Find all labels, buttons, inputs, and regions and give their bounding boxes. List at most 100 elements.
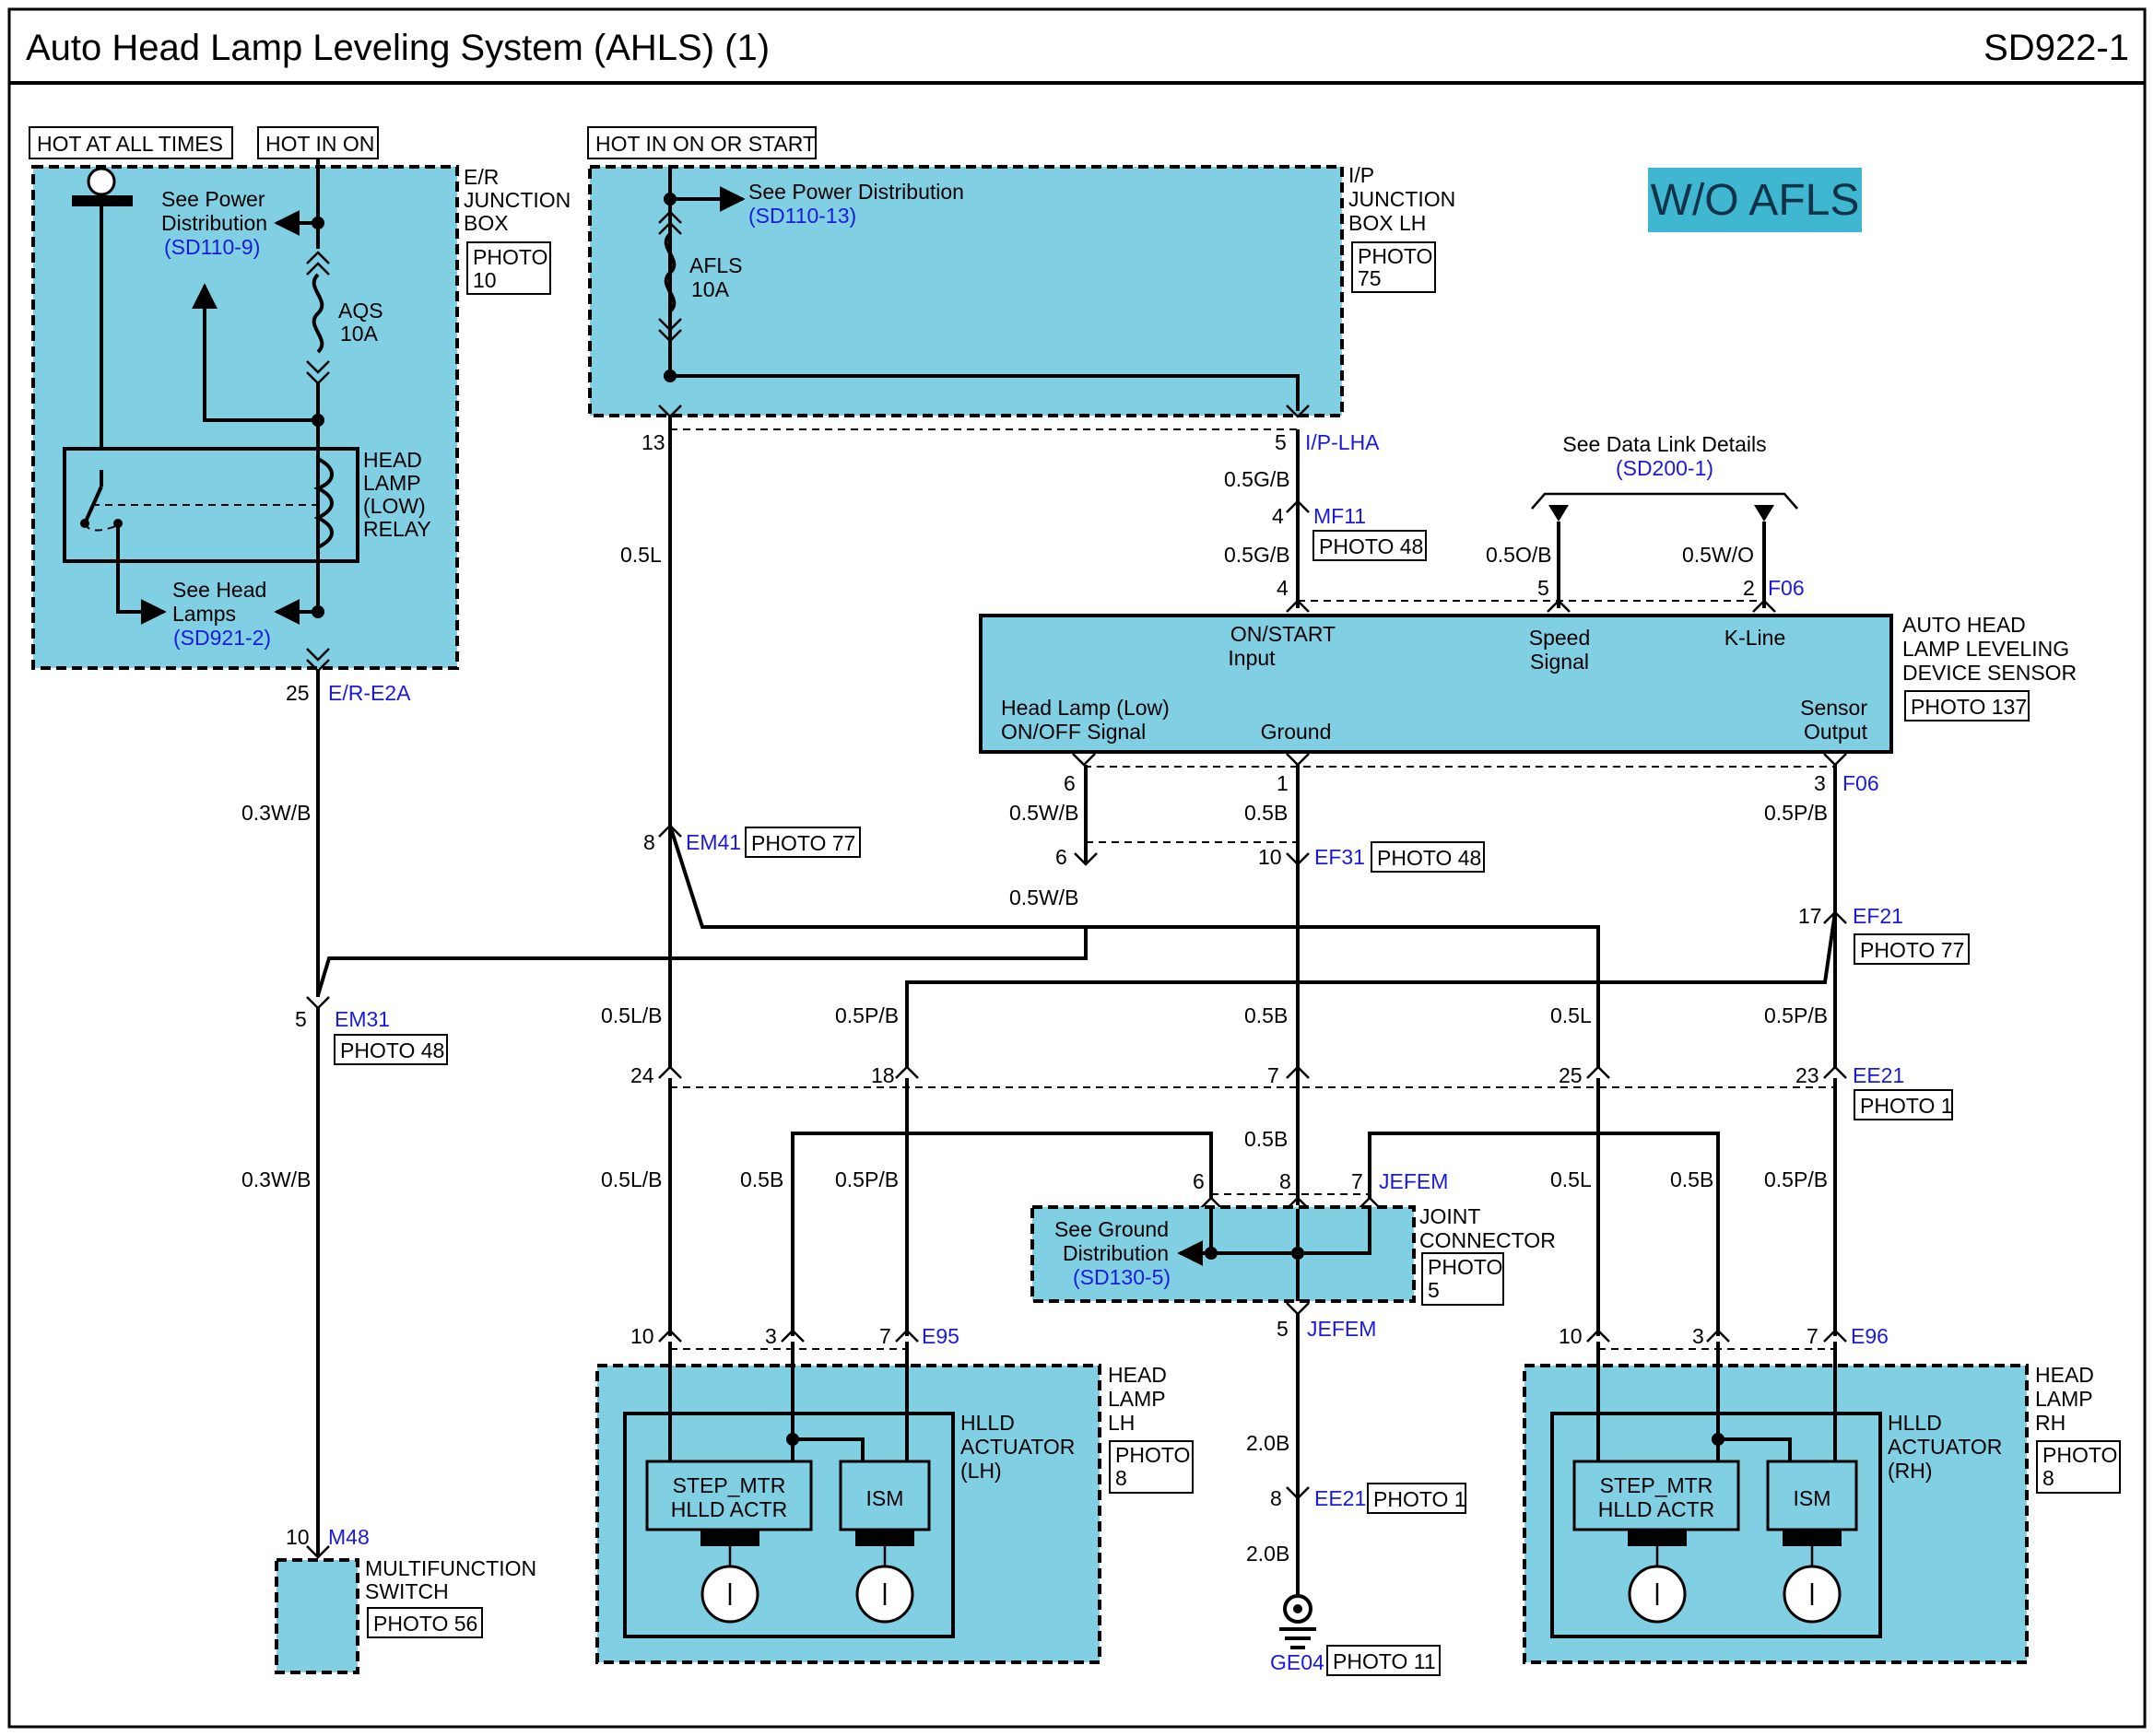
svg-text:(SD110-13): (SD110-13): [748, 204, 856, 228]
svg-text:EM31: EM31: [335, 1007, 390, 1031]
svg-text:F06: F06: [1842, 771, 1879, 795]
svg-text:3: 3: [1814, 771, 1826, 795]
svg-text:EF21: EF21: [1853, 904, 1903, 928]
svg-text:EF31: EF31: [1314, 845, 1365, 869]
page-code: SD922-1: [1983, 28, 2129, 68]
svg-text:LH: LH: [1108, 1411, 1135, 1435]
svg-text:4: 4: [1277, 576, 1289, 600]
page-title: Auto Head Lamp Leveling System (AHLS) (1…: [26, 28, 770, 68]
svg-text:0.5B: 0.5B: [1244, 1003, 1288, 1027]
svg-text:0.5L: 0.5L: [1550, 1003, 1592, 1027]
svg-text:0.3W/B: 0.3W/B: [241, 1167, 311, 1191]
svg-text:Input: Input: [1228, 646, 1276, 670]
svg-text:JEFEM: JEFEM: [1307, 1317, 1376, 1341]
svg-text:LAMP: LAMP: [363, 471, 421, 495]
svg-text:(LH): (LH): [960, 1459, 1002, 1483]
svg-text:Sensor: Sensor: [1800, 696, 1867, 720]
svg-text:Signal: Signal: [1530, 650, 1589, 674]
relay-icon: [63, 447, 359, 563]
svg-text:8: 8: [1279, 1169, 1291, 1193]
svg-text:JEFEM: JEFEM: [1379, 1169, 1448, 1193]
svg-text:3: 3: [765, 1324, 777, 1348]
svg-text:10: 10: [473, 268, 497, 292]
svg-text:M48: M48: [328, 1525, 370, 1549]
svg-text:Speed: Speed: [1529, 626, 1591, 650]
svg-text:E/R: E/R: [464, 165, 499, 189]
svg-text:AUTO HEAD: AUTO HEAD: [1902, 613, 2026, 637]
svg-text:24: 24: [630, 1063, 654, 1087]
svg-text:PHOTO: PHOTO: [1428, 1255, 1502, 1279]
battery-terminal-icon: [87, 167, 116, 196]
svg-text:5: 5: [1277, 1317, 1289, 1341]
svg-text:(SD921-2): (SD921-2): [173, 626, 271, 650]
svg-text:PHOTO 1: PHOTO 1: [1860, 1094, 1953, 1118]
svg-text:PHOTO 1: PHOTO 1: [1373, 1487, 1466, 1511]
svg-text:PHOTO 11: PHOTO 11: [1333, 1649, 1436, 1673]
svg-text:7: 7: [879, 1324, 891, 1348]
svg-text:2: 2: [1743, 576, 1755, 600]
svg-text:LAMP: LAMP: [1108, 1387, 1166, 1411]
svg-text:PHOTO 77: PHOTO 77: [1860, 938, 1964, 962]
svg-text:(RH): (RH): [1888, 1459, 1933, 1483]
svg-text:See Data Link Details: See Data Link Details: [1562, 432, 1766, 456]
svg-text:0.5O/B: 0.5O/B: [1486, 543, 1552, 567]
svg-text:0.5L: 0.5L: [620, 543, 662, 567]
svg-text:HOT IN ON: HOT IN ON: [265, 132, 374, 156]
svg-text:5: 5: [1275, 430, 1287, 454]
data-link-ref: See Data Link Details (SD200-1) 0.5O/B 0…: [1486, 432, 1798, 608]
svg-text:ACTUATOR: ACTUATOR: [1888, 1435, 2002, 1459]
svg-text:(SD130-5): (SD130-5): [1073, 1265, 1171, 1289]
ip-junction-box: See Power Distribution (SD110-13) AFLS 1…: [588, 163, 1455, 454]
svg-text:6: 6: [1064, 771, 1076, 795]
svg-text:PHOTO 48: PHOTO 48: [340, 1038, 444, 1062]
svg-text:EM41: EM41: [686, 830, 741, 854]
svg-text:0.5L/B: 0.5L/B: [601, 1167, 663, 1191]
svg-text:5: 5: [1428, 1278, 1440, 1302]
svg-text:HLLD ACTR: HLLD ACTR: [1598, 1497, 1715, 1521]
svg-text:AFLS: AFLS: [689, 253, 743, 277]
multifunction-switch: MULTIFUNCTION SWITCH PHOTO 56: [275, 1556, 536, 1674]
svg-text:ACTUATOR: ACTUATOR: [960, 1435, 1075, 1459]
svg-text:10: 10: [1559, 1324, 1583, 1348]
svg-text:EE21: EE21: [1314, 1486, 1366, 1510]
svg-text:0.5W/B: 0.5W/B: [1009, 801, 1078, 825]
svg-text:See Power: See Power: [161, 187, 265, 211]
svg-text:SWITCH: SWITCH: [365, 1579, 449, 1603]
svg-text:0.3W/B: 0.3W/B: [241, 801, 311, 825]
svg-text:I/P-LHA: I/P-LHA: [1305, 430, 1380, 454]
svg-text:See Ground: See Ground: [1054, 1217, 1169, 1241]
svg-text:8: 8: [2042, 1466, 2054, 1490]
svg-text:HOT IN ON OR START: HOT IN ON OR START: [595, 132, 816, 156]
svg-text:PHOTO: PHOTO: [1358, 244, 1432, 268]
svg-text:CONNECTOR: CONNECTOR: [1419, 1228, 1556, 1252]
svg-text:7: 7: [1267, 1063, 1279, 1087]
svg-text:10: 10: [630, 1324, 654, 1348]
svg-text:25: 25: [286, 681, 310, 705]
svg-text:17: 17: [1798, 904, 1822, 928]
svg-text:STEP_MTR: STEP_MTR: [673, 1473, 786, 1497]
svg-text:8: 8: [1270, 1486, 1282, 1510]
svg-text:HEAD: HEAD: [1108, 1363, 1167, 1387]
svg-text:0.5W/O: 0.5W/O: [1682, 543, 1754, 567]
svg-text:PHOTO: PHOTO: [2042, 1443, 2117, 1467]
svg-text:BOX: BOX: [464, 211, 509, 235]
svg-text:0.5P/B: 0.5P/B: [835, 1167, 899, 1191]
svg-text:F06: F06: [1768, 576, 1805, 600]
svg-text:23: 23: [1795, 1063, 1819, 1087]
svg-text:DEVICE SENSOR: DEVICE SENSOR: [1902, 661, 2077, 685]
svg-text:EE21: EE21: [1853, 1063, 1904, 1087]
svg-text:JUNCTION: JUNCTION: [1348, 187, 1455, 211]
svg-text:Ground: Ground: [1261, 720, 1332, 744]
svg-text:Distribution: Distribution: [161, 211, 267, 235]
svg-text:E95: E95: [922, 1324, 959, 1348]
svg-text:8: 8: [643, 830, 655, 854]
svg-text:Output: Output: [1804, 720, 1868, 744]
svg-text:JUNCTION: JUNCTION: [464, 188, 571, 212]
svg-text:0.5W/B: 0.5W/B: [1009, 886, 1078, 909]
svg-text:LAMP LEVELING: LAMP LEVELING: [1902, 637, 2069, 661]
joint-connector: See Ground Distribution (SD130-5) JOINT …: [1030, 1204, 1556, 1306]
svg-text:3: 3: [1692, 1324, 1704, 1348]
svg-text:E/R-E2A: E/R-E2A: [328, 681, 411, 705]
svg-text:RELAY: RELAY: [363, 517, 431, 541]
svg-text:RH: RH: [2035, 1411, 2066, 1435]
